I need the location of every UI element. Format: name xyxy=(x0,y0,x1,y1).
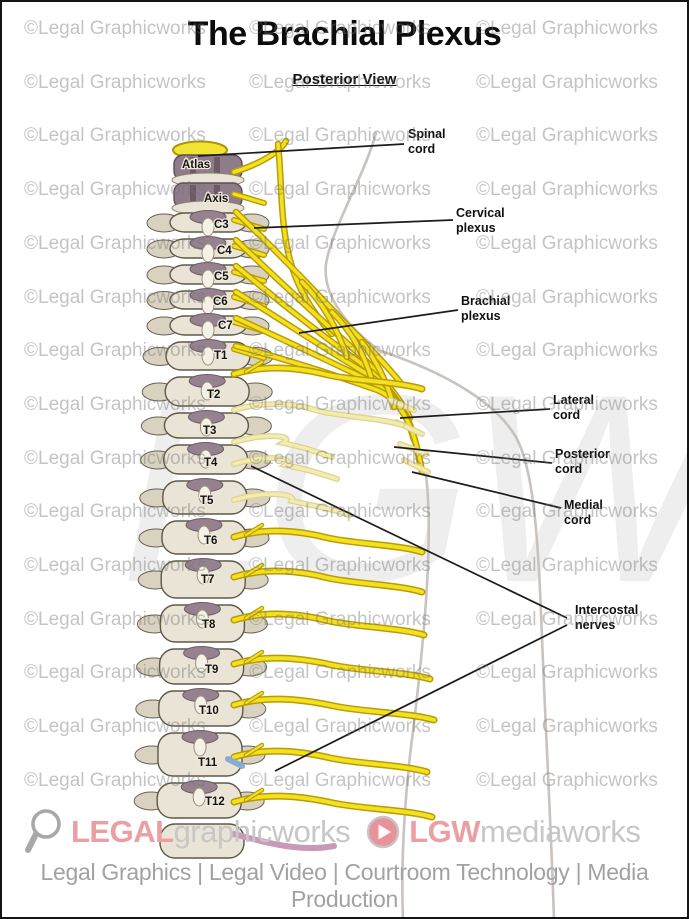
vertebra-label: T9 xyxy=(205,664,218,676)
vertebra xyxy=(134,730,266,777)
vertebra-label: T7 xyxy=(201,574,214,586)
vertebra-label: T4 xyxy=(204,457,218,469)
leader-line xyxy=(399,408,551,419)
vertebra-labels: AtlasAxisC3C4C5C6C7T1T2T3T4T5T6T7T8T9T10… xyxy=(181,158,234,810)
brand-legal: LEGAL xyxy=(71,814,174,849)
vertebra xyxy=(141,374,273,407)
leader-lines xyxy=(197,143,568,772)
leader-line xyxy=(250,465,568,619)
vertebra-label: T12 xyxy=(205,796,225,808)
vertebra-label: T5 xyxy=(200,495,214,507)
leader-line xyxy=(253,219,454,229)
leader-line xyxy=(298,309,459,334)
vertebra xyxy=(146,313,270,340)
vertebra-label: C7 xyxy=(218,320,233,332)
leader-line xyxy=(411,471,562,509)
leader-line xyxy=(393,446,553,464)
magnifier-icon xyxy=(25,809,61,853)
vertebra xyxy=(136,646,268,685)
brand-lgw: LGW xyxy=(409,814,480,849)
vertebra-label: T10 xyxy=(199,705,219,717)
nerve-branches xyxy=(225,137,438,821)
vertebra xyxy=(135,688,267,727)
vertebra-label: C4 xyxy=(217,245,232,257)
leader-line xyxy=(274,624,568,772)
vertebra xyxy=(140,442,272,475)
vertebra xyxy=(140,410,272,439)
vertebra-label: T6 xyxy=(204,535,217,547)
vertebra-label: T2 xyxy=(207,389,220,401)
vertebra-label: T8 xyxy=(202,619,216,631)
vertebra xyxy=(146,236,270,263)
brand-row: LEGAL graphicworks LGW mediaworks xyxy=(24,806,641,858)
spine-illustration xyxy=(133,154,337,859)
vertebra-label: C3 xyxy=(214,219,229,231)
body-outline xyxy=(324,131,556,917)
vertebra-label: T3 xyxy=(203,425,216,437)
play-icon xyxy=(366,815,400,849)
vertebra-label: C6 xyxy=(213,296,228,308)
leader-line xyxy=(197,143,405,157)
vertebra-label: C5 xyxy=(214,271,229,283)
view-subtitle: Posterior View xyxy=(292,71,397,88)
vertebra-label: Axis xyxy=(204,193,228,205)
vertebra-label: Atlas xyxy=(182,159,210,171)
brand-mediaworks: mediaworks xyxy=(480,814,641,849)
footer-tagline: Legal Graphics | Legal Video | Courtroom… xyxy=(40,859,649,912)
vertebra-label: T11 xyxy=(198,757,218,769)
page-title: The Brachial Plexus xyxy=(187,15,502,53)
vertebra-label: T1 xyxy=(214,350,228,362)
brand-graphicworks: graphicworks xyxy=(173,814,351,849)
